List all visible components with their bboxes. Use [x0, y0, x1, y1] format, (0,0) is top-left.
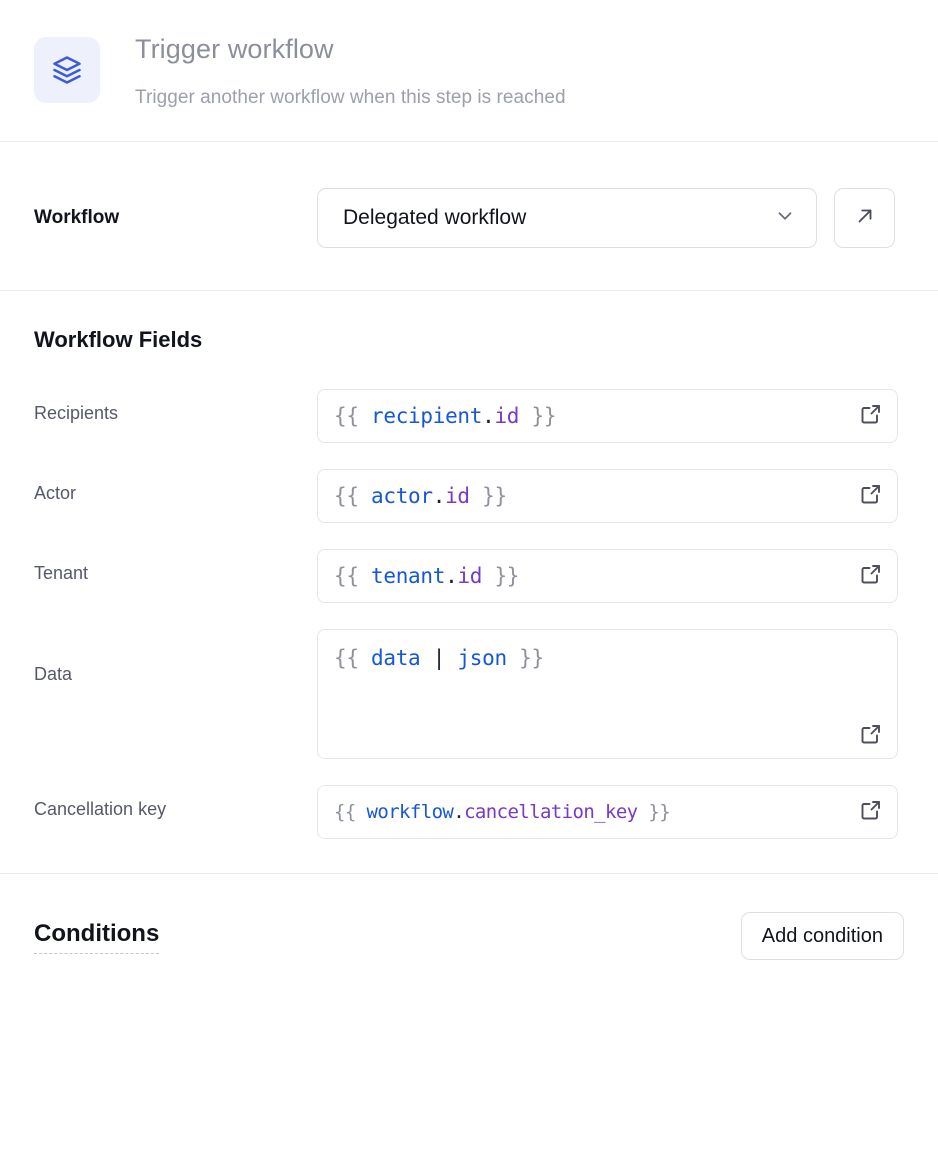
external-link-icon[interactable] — [847, 482, 883, 506]
workflow-label: Workflow — [34, 207, 120, 228]
arrow-up-right-icon — [854, 205, 876, 232]
field-row-tenant: Tenant {{ tenant.id }} — [34, 549, 904, 603]
field-input-tenant[interactable]: {{ tenant.id }} — [317, 549, 898, 603]
field-label-recipients: Recipients — [34, 403, 119, 423]
field-row-recipients: Recipients {{ recipient.id }} — [34, 389, 904, 443]
add-condition-button[interactable]: Add condition — [740, 912, 904, 960]
field-input-cancellation-key[interactable]: {{ workflow.cancellation_key }} — [317, 785, 898, 839]
field-value-recipients: {{ recipient.id }} — [334, 404, 557, 428]
chevron-down-icon — [774, 205, 796, 232]
field-input-actor[interactable]: {{ actor.id }} — [317, 469, 898, 523]
field-label-cancellation-key: Cancellation key — [34, 799, 167, 819]
open-workflow-button[interactable] — [834, 188, 895, 248]
page-subtitle: Trigger another workflow when this step … — [135, 87, 566, 108]
field-row-data: Data {{ data | json }} — [34, 629, 904, 759]
layers-icon — [34, 37, 100, 103]
conditions-section: Conditions Add condition — [0, 874, 938, 960]
divider-header — [0, 141, 938, 142]
field-row-actor: Actor {{ actor.id }} — [34, 469, 904, 523]
conditions-title: Conditions — [34, 919, 160, 954]
field-value-cancellation-key: {{ workflow.cancellation_key }} — [334, 801, 671, 823]
field-label-actor: Actor — [34, 483, 77, 503]
external-link-icon[interactable] — [847, 642, 883, 746]
field-row-cancellation-key: Cancellation key {{ workflow.cancellation… — [34, 785, 904, 839]
workflow-select-wrap: Delegated workflow — [317, 188, 895, 248]
external-link-icon[interactable] — [847, 562, 883, 586]
field-label-data: Data — [34, 664, 73, 684]
page-title: Trigger workflow — [135, 34, 334, 64]
field-input-data[interactable]: {{ data | json }} — [317, 629, 898, 759]
workflow-select-section: Workflow Delegated workflow — [0, 142, 938, 290]
external-link-icon[interactable] — [847, 402, 883, 426]
workflow-fields-section: Workflow Fields Recipients {{ recipient.i… — [0, 291, 938, 873]
external-link-icon[interactable] — [847, 798, 883, 822]
workflow-fields-title: Workflow Fields — [34, 327, 203, 352]
step-header: Trigger workflow Trigger another workflo… — [0, 0, 938, 141]
workflow-fields-list: Recipients {{ recipient.id }} Actor {{ acto… — [34, 389, 904, 839]
trigger-workflow-step-panel: Trigger workflow Trigger another workflo… — [0, 0, 938, 960]
field-input-recipients[interactable]: {{ recipient.id }} — [317, 389, 898, 443]
field-label-tenant: Tenant — [34, 563, 89, 583]
workflow-select[interactable]: Delegated workflow — [317, 188, 817, 248]
field-value-data: {{ data | json }} — [334, 646, 544, 670]
field-value-actor: {{ actor.id }} — [334, 484, 507, 508]
step-header-text: Trigger workflow Trigger another workflo… — [100, 32, 566, 111]
workflow-select-value: Delegated workflow — [343, 206, 527, 229]
divider-workflow — [0, 290, 938, 291]
field-value-tenant: {{ tenant.id }} — [334, 564, 520, 588]
divider-fields — [0, 873, 938, 874]
